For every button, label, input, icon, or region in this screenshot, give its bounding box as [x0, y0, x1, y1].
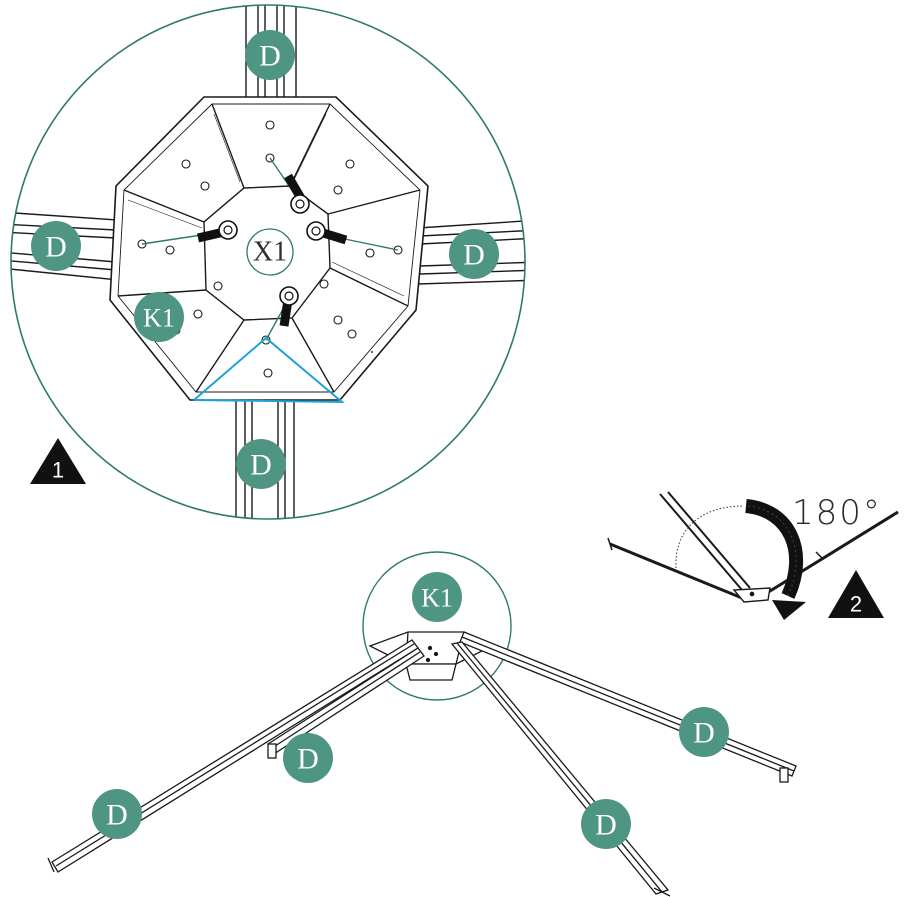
badge-d-frame-right: D [679, 707, 729, 757]
badge-d-right-label: D [463, 239, 485, 272]
badge-d-bottom: D [236, 439, 286, 489]
hub-detail-circle [362, 551, 512, 701]
badge-d-bottom-label: D [250, 449, 272, 482]
center-part-label: X1 [253, 237, 287, 268]
step-marker-1: 1 [30, 438, 86, 484]
badge-d-frame-inner-left-label: D [297, 743, 319, 776]
rotation-arc-guide [675, 505, 745, 569]
step-marker-2: 2 [828, 570, 884, 618]
badge-d-frame-right-label: D [693, 717, 715, 750]
badge-d-top-label: D [259, 40, 281, 73]
detail-circle [10, 4, 526, 520]
center-part-id: X1 [246, 228, 294, 276]
badge-k1-detail-label: K1 [143, 304, 175, 333]
badge-d-frame-far-left-label: D [106, 799, 128, 832]
bolts [196, 173, 348, 327]
assembled-frame: K1 D D D D [47, 551, 797, 897]
badge-d-right: D [449, 229, 499, 279]
arm-inner-left [267, 647, 425, 759]
badge-d-left-label: D [45, 231, 67, 264]
badge-k1-detail: K1 [134, 292, 184, 342]
rotation-view: 180° 2 [607, 491, 899, 620]
badge-k1-hub-label: K1 [421, 584, 453, 613]
badge-d-frame-lower-right: D [581, 799, 631, 849]
bolt-top [284, 173, 310, 214]
rotation-arrow [744, 499, 806, 620]
rotation-angle-label: 180° [792, 493, 882, 533]
highlight-triangle [193, 336, 345, 404]
badge-d-frame-inner-left: D [283, 733, 333, 783]
mounting-holes [137, 120, 403, 378]
badge-k1-hub: K1 [412, 572, 462, 622]
badge-d-frame-lower-right-label: D [595, 809, 617, 842]
bolt-bottom [279, 286, 299, 327]
badge-d-top: D [245, 30, 295, 80]
arm-far-left [47, 639, 419, 873]
octagon-bracket [109, 96, 429, 401]
bolt-left [196, 220, 238, 243]
step-marker-2-label: 2 [850, 592, 862, 617]
bolt-right [306, 221, 348, 245]
detail-view: X1 D D D D K1 1 [10, 4, 526, 520]
badge-d-left: D [31, 221, 81, 271]
step-marker-1-label: 1 [52, 458, 64, 483]
badge-d-frame-far-left: D [92, 789, 142, 839]
